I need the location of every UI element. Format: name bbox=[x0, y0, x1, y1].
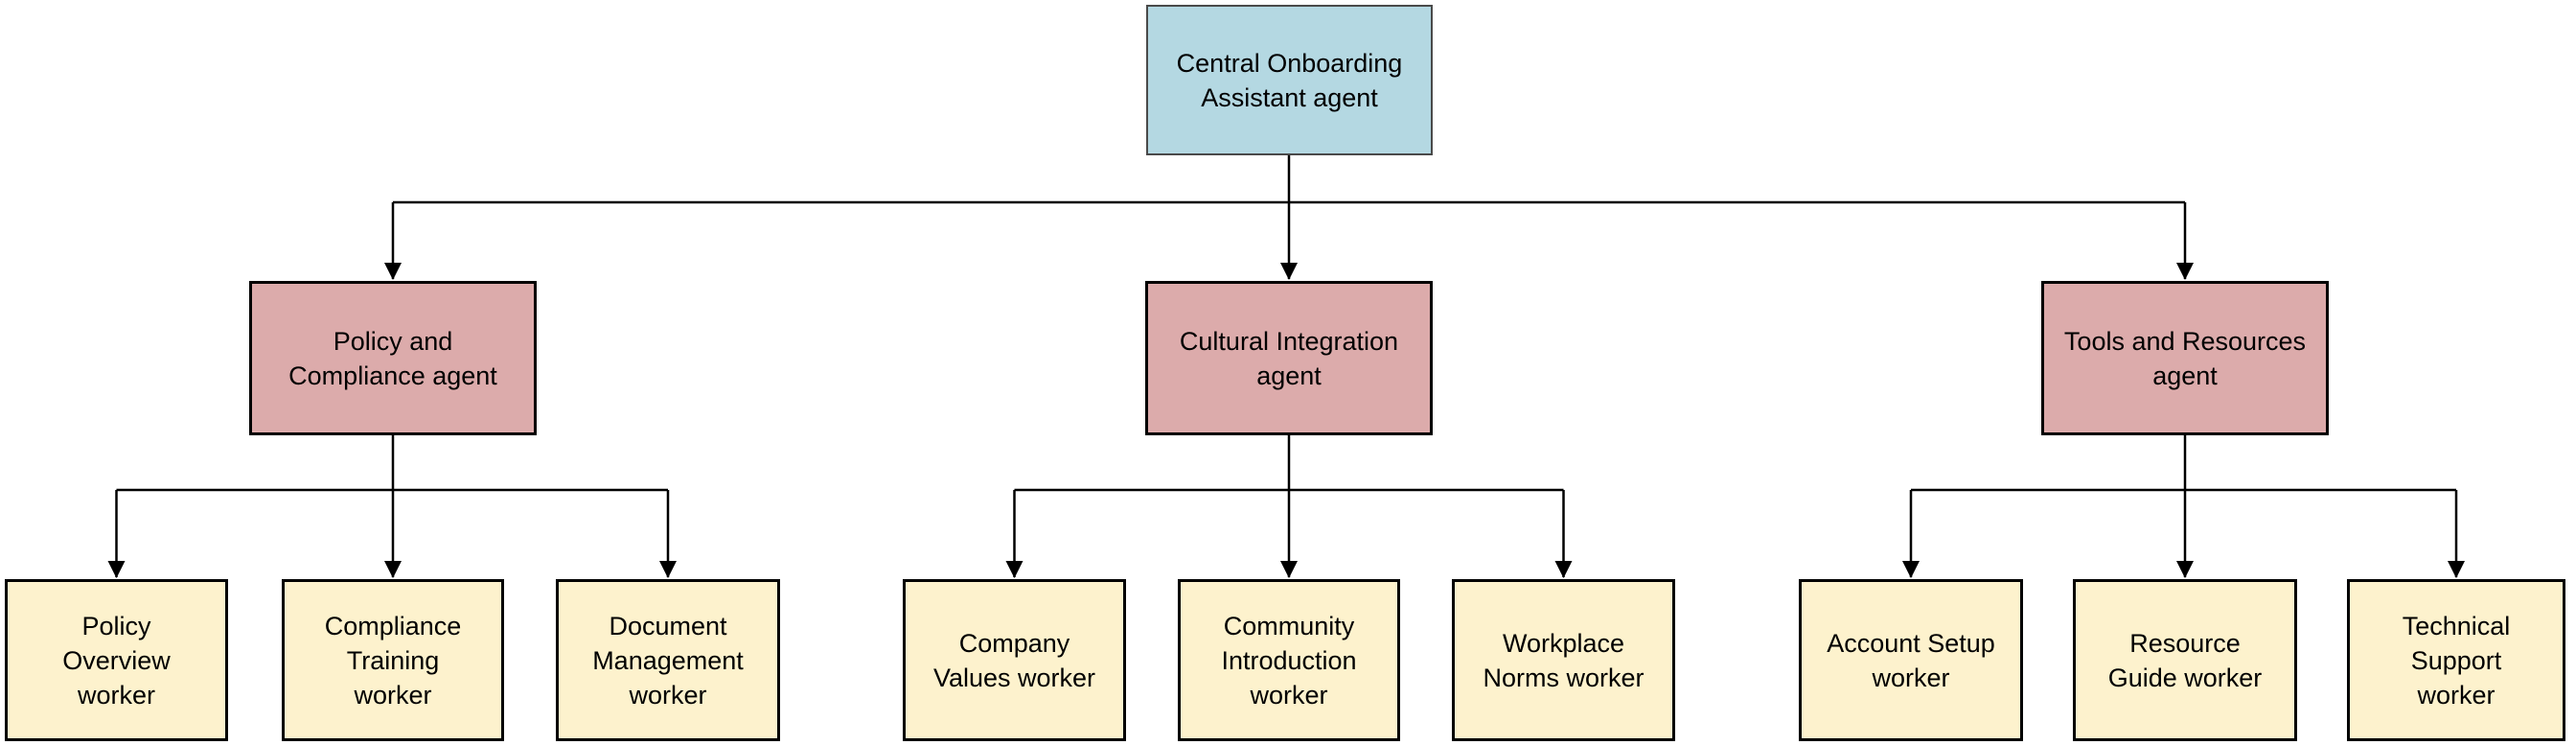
node-tools-and-resources-agent: Tools and Resources agent bbox=[2041, 281, 2329, 435]
node-workplace-norms-worker: Workplace Norms worker bbox=[1452, 579, 1675, 741]
node-policy-overview-worker: Policy Overview worker bbox=[5, 579, 228, 741]
node-cultural-integration-agent: Cultural Integration agent bbox=[1145, 281, 1433, 435]
node-community-introduction-worker: Community Introduction worker bbox=[1178, 579, 1400, 741]
node-document-management-worker: Document Management worker bbox=[556, 579, 780, 741]
agent1-to-workers-bus bbox=[116, 435, 668, 492]
node-account-setup-worker: Account Setup worker bbox=[1799, 579, 2023, 741]
agent3-to-workers-bus bbox=[1911, 435, 2456, 492]
node-company-values-worker: Company Values worker bbox=[903, 579, 1126, 741]
node-policy-and-compliance-agent: Policy and Compliance agent bbox=[249, 281, 537, 435]
node-compliance-training-worker: Compliance Training worker bbox=[282, 579, 504, 741]
node-technical-support-worker: Technical Support worker bbox=[2347, 579, 2565, 741]
root-to-agents-bus bbox=[393, 155, 2185, 204]
agent2-to-workers-bus bbox=[1014, 435, 1564, 492]
node-resource-guide-worker: Resource Guide worker bbox=[2073, 579, 2297, 741]
node-central-onboarding-assistant-agent: Central Onboarding Assistant agent bbox=[1146, 5, 1433, 155]
